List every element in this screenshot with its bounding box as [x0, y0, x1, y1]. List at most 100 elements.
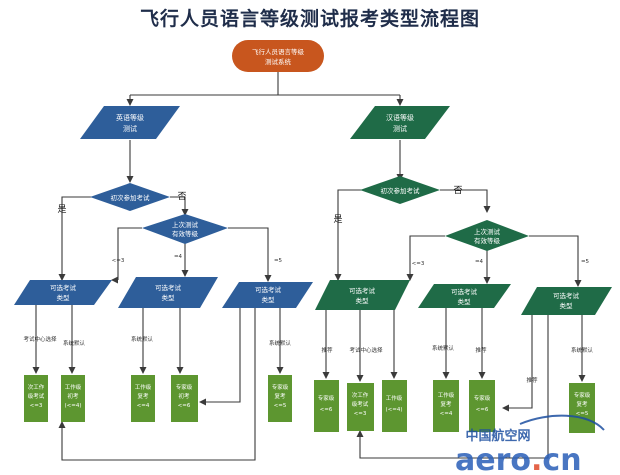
english-result-box: [131, 375, 155, 422]
watermark-cn: 中国航空网: [465, 428, 530, 444]
chinese-last-level-decision: [445, 220, 529, 251]
chinese-path-label: 系统默认: [571, 346, 594, 354]
chinese-result-box: [314, 380, 339, 432]
english-result-text: 专家级: [272, 383, 289, 391]
english-result-box: [171, 375, 198, 422]
english-path-label: 系统默认: [63, 339, 86, 347]
chinese-exam-type-2-line2: 类型: [458, 297, 472, 306]
start-shape: [232, 40, 324, 72]
chinese-result-text: 复考: [440, 400, 452, 408]
connectors: [32, 72, 586, 461]
english-result-text: 工作级: [65, 383, 82, 391]
chinese-exam-type-3-line2: 类型: [560, 301, 574, 310]
english-first-exam-decision: [90, 183, 170, 211]
chinese-root-line2: 测试: [393, 124, 407, 133]
watermark-en: aero.cn: [455, 443, 582, 475]
english-result-text: 级考试: [28, 392, 45, 400]
english-no-label: 否: [177, 191, 186, 202]
connector: [228, 227, 272, 282]
english-cond-le3: <=3: [112, 258, 125, 264]
english-result-text: <=6: [178, 403, 191, 409]
english-exam-type-2: [118, 277, 218, 308]
chinese-result-text: 专家级: [474, 394, 491, 402]
chinese-path-label: 推荐: [321, 346, 333, 354]
chinese-root-line1: 汉语等级: [386, 113, 414, 122]
english-yes-label: 是: [57, 204, 66, 215]
connector: [170, 196, 189, 216]
chinese-path-label: 考试中心选择: [349, 346, 383, 354]
english-root-shape: [80, 106, 180, 139]
chinese-first-exam-label: 初次参加考试: [381, 186, 421, 195]
page-title: 飞行人员语言等级测试报考类型流程图: [139, 8, 480, 30]
english-result-text: <=5: [274, 403, 287, 409]
chinese-first-exam-decision: [360, 176, 440, 204]
connector: [117, 227, 142, 280]
english-result-text: <=3: [30, 403, 43, 409]
english-exam-type-1: [14, 280, 112, 305]
connector: [502, 315, 533, 412]
english-exam-type-1-line1: 可选考试: [50, 283, 77, 292]
english-root-line2: 测试: [123, 124, 137, 133]
chinese-last-level-line2: 有效等级: [474, 236, 501, 245]
english-result-box: [24, 375, 48, 422]
chinese-result-text: 级考试: [352, 400, 369, 408]
chinese-result-text: (<=4): [385, 407, 402, 413]
chinese-exam-type-1-line1: 可选考试: [349, 286, 376, 295]
english-result-text: 初考: [178, 392, 190, 400]
connector: [529, 235, 582, 287]
english-branch: 英语等级 测试 初次参加考试 是 否 上次测试 有效等级 <=3 =4 =5 可…: [14, 106, 313, 422]
english-path-label: 考试中心选择: [23, 335, 57, 343]
chinese-exam-type-2: [418, 284, 511, 308]
english-cond-eq4: =4: [174, 254, 183, 260]
english-last-level-line2: 有效等级: [172, 229, 199, 238]
connector: [356, 315, 549, 459]
english-cond-eq5: =5: [274, 258, 283, 264]
chinese-root-shape: [350, 106, 450, 139]
connector: [58, 196, 92, 281]
chinese-result-text: 工作级: [438, 391, 455, 399]
english-exam-type-2-line2: 类型: [162, 293, 176, 302]
chinese-exam-type-2-line1: 可选考试: [451, 287, 478, 296]
chinese-exam-type-3: [521, 287, 612, 315]
chinese-result-text: <=3: [354, 411, 367, 417]
watermark-swoosh-icon: [519, 414, 605, 431]
chinese-no-label: 否: [453, 185, 462, 196]
chinese-result-box: [382, 380, 407, 432]
english-last-level-decision: [142, 214, 228, 244]
chinese-cond-eq4: =4: [475, 259, 484, 265]
chinese-exam-type-1: [315, 280, 410, 310]
english-exam-type-3-line2: 类型: [262, 295, 276, 304]
chinese-cond-le3: <=3: [412, 261, 425, 267]
english-path-label: 系统默认: [131, 335, 154, 343]
connector: [406, 235, 445, 281]
chinese-exam-type-3-line1: 可选考试: [553, 291, 580, 300]
watermark: 中国航空网 aero.cn: [455, 414, 605, 475]
english-exam-type-3: [222, 282, 313, 308]
english-first-exam-label: 初次参加考试: [111, 193, 151, 202]
chinese-cond-eq5: =5: [581, 259, 590, 265]
chinese-path-label: 系统默认: [432, 344, 455, 352]
start-label-line2: 测试系统: [265, 57, 292, 66]
chinese-result-text: <=6: [320, 407, 333, 413]
english-last-level-line1: 上次测试: [172, 220, 199, 229]
chinese-exam-type-1-line2: 类型: [356, 296, 370, 305]
english-exam-type-3-line1: 可选考试: [255, 285, 282, 294]
english-exam-type-2-line1: 可选考试: [155, 283, 182, 292]
chinese-yes-label: 是: [333, 214, 342, 225]
chinese-result-text: 专家级: [318, 394, 335, 402]
chinese-result-text: <=5: [576, 411, 589, 417]
english-result-text: <=4: [137, 403, 150, 409]
connector: [440, 189, 491, 213]
chinese-result-text: <=4: [440, 411, 453, 417]
chinese-result-box: [569, 383, 595, 433]
chinese-result-text: 工作级: [386, 394, 403, 402]
chinese-result-text: 复考: [576, 400, 588, 408]
connector: [58, 308, 256, 461]
english-exam-type-1-line2: 类型: [57, 293, 71, 302]
start-node: 飞行人员语言等级 测试系统: [232, 40, 324, 72]
connector: [199, 308, 241, 406]
english-result-text: 初考: [67, 392, 79, 400]
english-path-label: 系统默认: [269, 339, 292, 347]
chinese-branch: 汉语等级 测试 初次参加考试 是 否 上次测试 有效等级 <=3 =4 =5 可…: [314, 106, 612, 433]
